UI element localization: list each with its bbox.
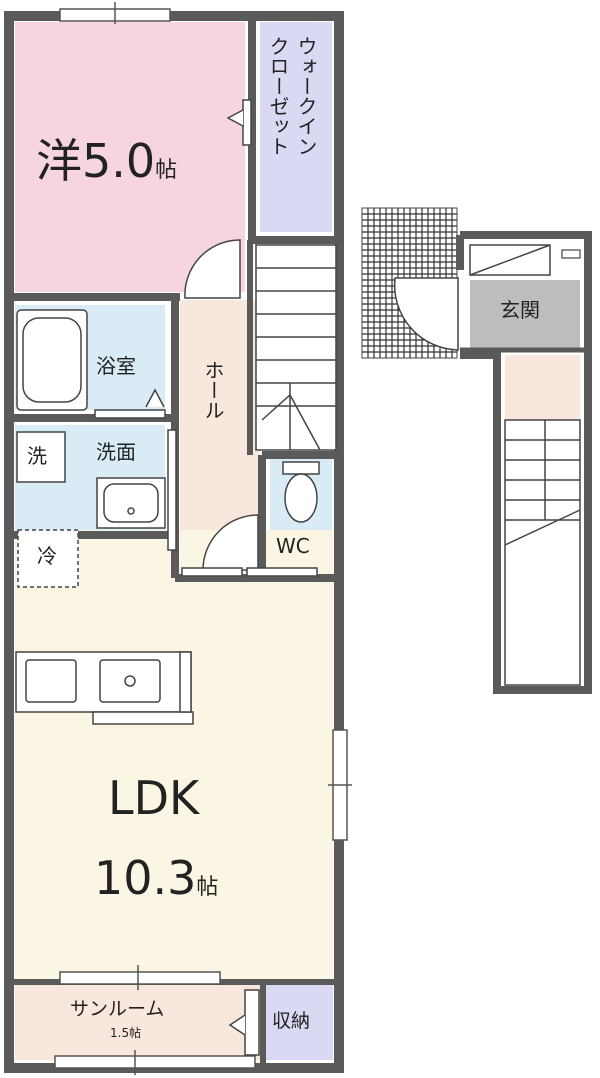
- washer-box: [16, 431, 66, 483]
- washer-label: 洗: [27, 444, 47, 468]
- storage-label: 収納: [272, 1010, 311, 1032]
- fridge-label: 冷: [37, 544, 57, 568]
- western-room-fill: [15, 22, 245, 292]
- door-marks: [145, 99, 260, 1056]
- western-room-name: 洋: [36, 134, 82, 188]
- kitchen-counter: [15, 651, 194, 725]
- hall-label: ホール: [201, 360, 225, 420]
- ldk-size-label: 10.3帖: [94, 855, 218, 901]
- fridge-box: [17, 529, 79, 588]
- sunroom-name-label: サンルーム: [70, 998, 165, 1020]
- windows: [54, 2, 352, 1075]
- sunroom-unit: 帖: [129, 1026, 142, 1040]
- wc-label: WC: [276, 534, 310, 558]
- washbasin: [96, 477, 166, 529]
- sunroom-fill: [15, 985, 263, 1060]
- entrance-hall-fill: [505, 355, 580, 420]
- sunroom-size-label: 1.5帖: [110, 1027, 141, 1039]
- bath-label: 浴室: [96, 354, 136, 378]
- main-staircase: [255, 244, 337, 451]
- western-room-label: 洋5.0帖: [36, 138, 177, 184]
- bathtub: [16, 309, 88, 411]
- ldk-unit: 帖: [196, 875, 219, 900]
- right-unit: [361, 207, 592, 694]
- western-room-unit: 帖: [155, 158, 178, 183]
- ldk-name-label: LDK: [108, 771, 200, 825]
- washroom-label: 洗面: [96, 440, 136, 464]
- closet-label-line1: ウォークイン: [294, 36, 318, 156]
- western-room-size: 5.0: [82, 134, 156, 188]
- doors: [94, 239, 318, 577]
- storage-fill: [265, 985, 333, 1060]
- closet-label-line2: クローゼット: [266, 36, 290, 156]
- entrance-label: 玄関: [500, 298, 540, 322]
- sunroom-size: 1.5: [110, 1026, 130, 1040]
- closet-fill: [260, 22, 332, 232]
- ldk-size: 10.3: [94, 851, 197, 905]
- toilet: [282, 461, 320, 523]
- entrance-fill: [470, 280, 580, 350]
- ldk-fill: [15, 530, 333, 980]
